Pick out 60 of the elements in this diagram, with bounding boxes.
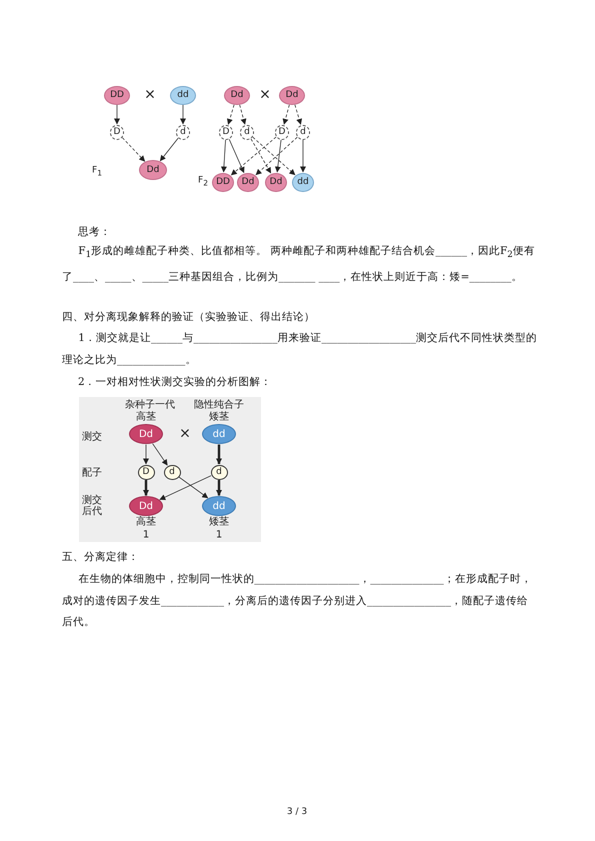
arrow: [143, 480, 149, 496]
figure-label: F$_{2}$: [198, 176, 208, 188]
figure-label: ×: [179, 426, 191, 442]
genotype-ellipse: dd: [292, 172, 314, 192]
figure-label: ×: [259, 87, 271, 103]
figure-label: 3 / 3: [286, 808, 308, 818]
node-caption: 杂种子一代: [125, 400, 175, 410]
arrow: [300, 140, 306, 172]
text-paragraph: 1．测交就是让______与________________用来验证__________________测交后代不同性状类型的理论之比为_____________。: [62, 331, 538, 368]
text-paragraph: 五、分离定律：: [62, 550, 140, 565]
node-caption: 矮茎: [209, 516, 229, 528]
gamete-circle: d: [176, 124, 190, 140]
figure-label: 配子: [82, 468, 102, 478]
arrow: [152, 443, 168, 466]
arrow: [274, 140, 282, 173]
gamete-circle: D: [219, 124, 233, 140]
gamete-circle: D: [275, 124, 289, 140]
arrow: [226, 104, 234, 125]
arrow: [230, 136, 276, 176]
arrow: [114, 104, 120, 124]
arrow: [220, 140, 227, 173]
arrow: [159, 475, 212, 500]
text-paragraph: 思考：: [78, 225, 112, 240]
arrow: [160, 138, 179, 162]
arrow: [180, 104, 186, 124]
text-paragraph: 四、对分离现象解释的验证（实验验证、得出结论）: [62, 310, 316, 325]
gamete-circle: d: [296, 124, 310, 140]
figure-label: ×: [144, 87, 156, 103]
genotype-ellipse: Dd: [224, 86, 250, 104]
node-caption: 1: [216, 530, 222, 540]
arrow: [282, 104, 290, 125]
row-label: 测交后代: [81, 495, 103, 517]
arrow: [294, 104, 302, 125]
text-paragraph: 2．一对相对性状测交实验的分析图解：: [78, 375, 273, 390]
arrow: [143, 444, 149, 464]
genotype-ellipse: Dd: [265, 172, 287, 192]
genotype-ellipse: Dd: [139, 160, 167, 180]
node-caption: 高茎: [136, 412, 156, 422]
arrow: [122, 137, 146, 162]
arrow: [228, 138, 244, 174]
figure-label: 测交: [82, 432, 102, 442]
gamete-circle: D: [110, 124, 124, 140]
node-caption: 矮茎: [209, 412, 229, 422]
arrow: [216, 444, 222, 464]
genotype-ellipse: DD: [104, 86, 130, 104]
arrow: [216, 480, 222, 496]
node-caption: 隐性纯合子: [194, 400, 244, 410]
genotype-ellipse: Dd: [237, 172, 259, 192]
gamete-circle: d: [240, 124, 254, 140]
arrow: [239, 104, 246, 125]
genotype-ellipse: Dd: [279, 86, 305, 104]
figure-label: F$_{1}$: [92, 166, 102, 178]
text-paragraph: F$_{1}$形成的雌雄配子种类、比值都相等。 两种雌配子和两种雄配子结合机会______，因此F$_{2}$便有了____、_____、_____三种基因组合，比例为_______ ____，在性状上则近于高：矮=________。: [62, 244, 536, 285]
arrow: [250, 138, 272, 174]
node-caption: 1: [142, 530, 150, 540]
node-caption: 高茎: [136, 516, 156, 528]
genotype-ellipse: dd: [170, 86, 196, 104]
text-paragraph: 在生物的体细胞中，控制同一性状的____________________，______________；在形成配子时，成对的遗传因子发生____________，分离后的遗传因子分别进入________________，随配子遗传给后代。: [62, 572, 533, 630]
arrow: [178, 476, 208, 498]
genotype-ellipse: DD: [212, 172, 234, 192]
